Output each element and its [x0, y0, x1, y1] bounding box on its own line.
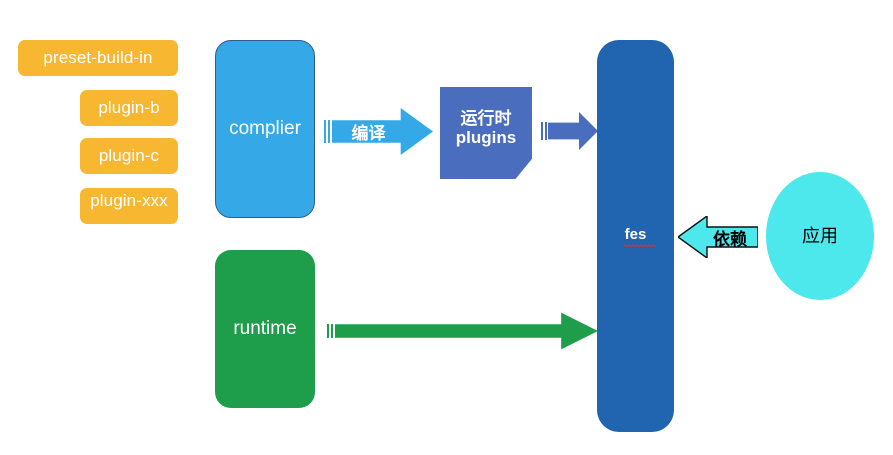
node-runtime-label: runtime: [233, 318, 297, 340]
chip-plugin-b[interactable]: plugin-b: [80, 90, 178, 126]
node-app-label: 应用: [802, 225, 838, 246]
arrow-compile-tail: [324, 120, 332, 143]
arrow-compile-shape: [332, 108, 433, 155]
node-runtime-plugins-line2: plugins: [455, 128, 517, 147]
arrow-runtime-to-fes-shape: [335, 312, 598, 350]
node-fes[interactable]: fes: [597, 40, 674, 432]
arrow-compile: 编译: [324, 108, 433, 155]
node-runtime-plugins-line1: 运行时: [460, 108, 512, 128]
chip-plugin-c[interactable]: plugin-c: [80, 138, 178, 174]
arrow-plugins-to-fes: [541, 112, 598, 150]
chip-label: plugin-b: [98, 98, 160, 118]
folded-corner-icon: [515, 158, 532, 179]
chip-label: plugin-xxx: [90, 191, 168, 210]
chip-preset-build-in[interactable]: preset-build-in: [18, 40, 178, 76]
arrow-plugins-to-fes-shape: [548, 112, 598, 150]
spellcheck-squiggle-icon: [623, 244, 656, 248]
arrow-plugins-to-fes-tail: [541, 122, 548, 140]
arrow-runtime-to-fes-tail: [327, 324, 335, 338]
chip-label: preset-build-in: [43, 48, 153, 68]
node-runtime[interactable]: runtime: [215, 250, 315, 408]
node-runtime-plugins[interactable]: 运行时 plugins: [440, 87, 532, 179]
node-fes-label: fes: [624, 225, 647, 243]
node-complier[interactable]: complier: [215, 40, 315, 218]
arrow-depends-outline: [678, 216, 758, 258]
node-fes-label-wrapper: fes: [623, 225, 656, 248]
arrow-depends: 依赖: [678, 216, 758, 258]
chip-plugin-xxx[interactable]: plugin-xxx: [80, 188, 178, 224]
node-complier-label: complier: [229, 118, 301, 140]
node-app[interactable]: 应用: [766, 172, 874, 300]
chip-label: plugin-c: [98, 146, 160, 166]
arrow-runtime-to-fes: [327, 311, 598, 351]
